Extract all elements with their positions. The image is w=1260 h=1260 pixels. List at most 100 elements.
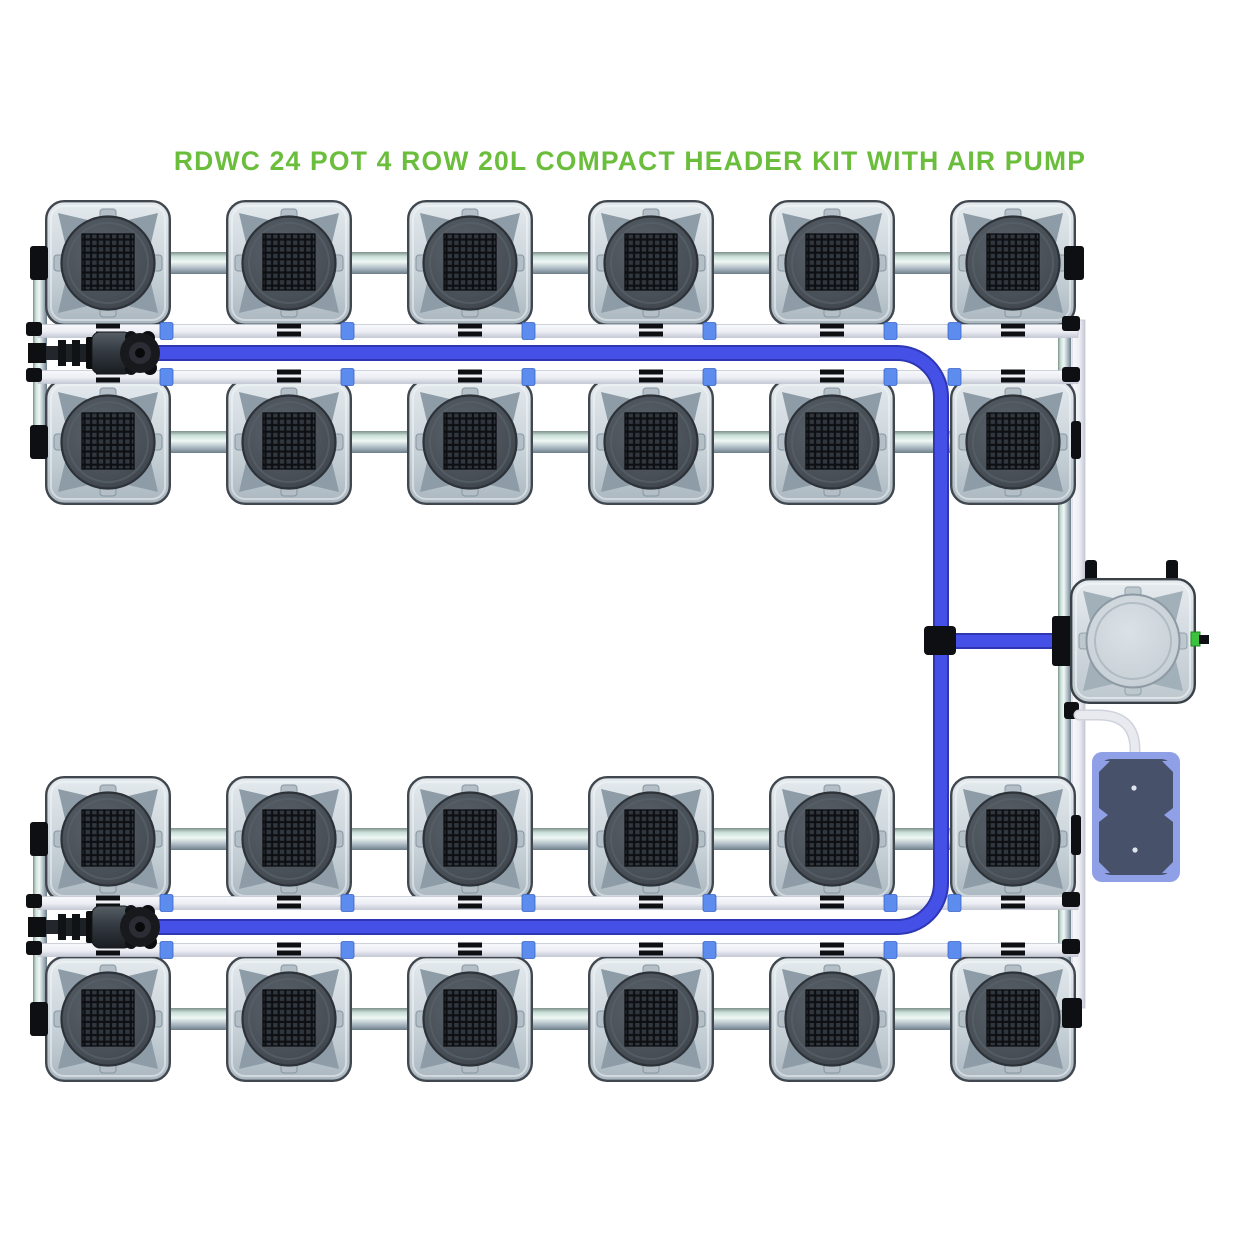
pot [45,956,171,1083]
delivery-pipe-blue [150,345,1080,935]
pipe-clip [639,903,663,909]
header-delivery-pipes [37,322,1079,959]
pipe-clip [820,903,844,909]
pipe-clip [639,377,663,383]
pot-interconnect-pipes [40,252,1066,1030]
pipe-connector [521,368,536,386]
pipe-clip [277,895,301,901]
pipe-clip [1001,903,1025,909]
pipe-connector [883,941,898,959]
air-pump [1092,752,1180,882]
tee-fitting [924,626,956,655]
pipe-clip [96,323,120,329]
pipe-clip [820,950,844,956]
black-fitting [30,1002,48,1036]
product-title: RDWC 24 POT 4 ROW 20L COMPACT HEADER KIT… [173,146,1087,176]
pot [45,199,171,326]
pipe-connector [340,941,355,959]
pot [407,199,533,326]
pipe-clip [1001,369,1025,375]
pipe-clip [820,942,844,948]
pipe-clip [1001,942,1025,948]
pipe-clip [277,331,301,337]
pipe-connector [883,368,898,386]
pipe-connector [702,894,717,912]
pipe-clip [639,369,663,375]
pot [950,776,1077,902]
pipe-connector [340,322,355,340]
water-pump-bottom [27,904,161,950]
pot [588,956,714,1083]
pipe-clip [277,950,301,956]
pot [769,956,895,1083]
pot [950,379,1077,505]
pot [407,776,533,902]
pot [45,379,171,505]
black-fitting [1062,939,1080,954]
pipe-clip [820,323,844,329]
pipe-clip [458,369,482,375]
pipe-connector [883,894,898,912]
black-fitting [1071,421,1081,459]
pipe-clip [639,950,663,956]
pipe-clip [1001,895,1025,901]
pipe-clip [639,323,663,329]
pipe-connector [521,941,536,959]
air-line-tube-inner [1075,711,1139,761]
pot [769,199,895,326]
black-fitting [26,368,42,382]
pipe-clip [96,377,120,383]
pipe-clip [277,369,301,375]
pipe-clip [820,895,844,901]
black-fitting [1062,998,1082,1028]
pipe-clip [1001,950,1025,956]
pipe-clip [458,903,482,909]
pipe-connector [883,322,898,340]
header-pipe [37,896,1079,910]
pipe-clip [458,942,482,948]
pipe-clip [639,331,663,337]
black-fitting [1062,367,1080,382]
air-pump-screw [1131,785,1137,791]
pot [225,199,352,326]
pipe-connector [159,368,174,386]
pipe-clip [1001,331,1025,337]
pot [588,199,714,326]
tank-post [1085,560,1097,584]
black-fitting [1062,892,1080,907]
pipe-clip [639,942,663,948]
pot [588,379,714,505]
pipe-connector [159,941,174,959]
pipe-clip [639,895,663,901]
pipe-fittings [26,246,1084,1036]
pot [950,199,1077,326]
header-pipe [37,943,1079,957]
pipe-clip [277,377,301,383]
pipe-connector [340,368,355,386]
pot [769,776,895,902]
black-fitting [1071,815,1081,855]
header-pipe [37,324,1079,338]
pipe-connector [340,894,355,912]
pipe-connector [947,368,962,386]
pipe-clip [458,895,482,901]
tank-fitting-stub [1199,635,1209,644]
pot [950,956,1077,1083]
pipe-clip [277,942,301,948]
pipe-clip [96,950,120,956]
black-fitting [26,941,42,955]
header-tank [1069,560,1209,704]
pipe-clip [277,903,301,909]
pot [769,379,895,505]
tank-post [1166,560,1178,584]
pipe-connector [702,368,717,386]
pipe-clip [458,323,482,329]
pipe-clip [820,377,844,383]
pot [407,956,533,1083]
pot [407,379,533,505]
tank-green-fitting [1190,631,1201,647]
pipe-connector [947,322,962,340]
pipe-clip [277,323,301,329]
black-fitting [26,894,42,908]
